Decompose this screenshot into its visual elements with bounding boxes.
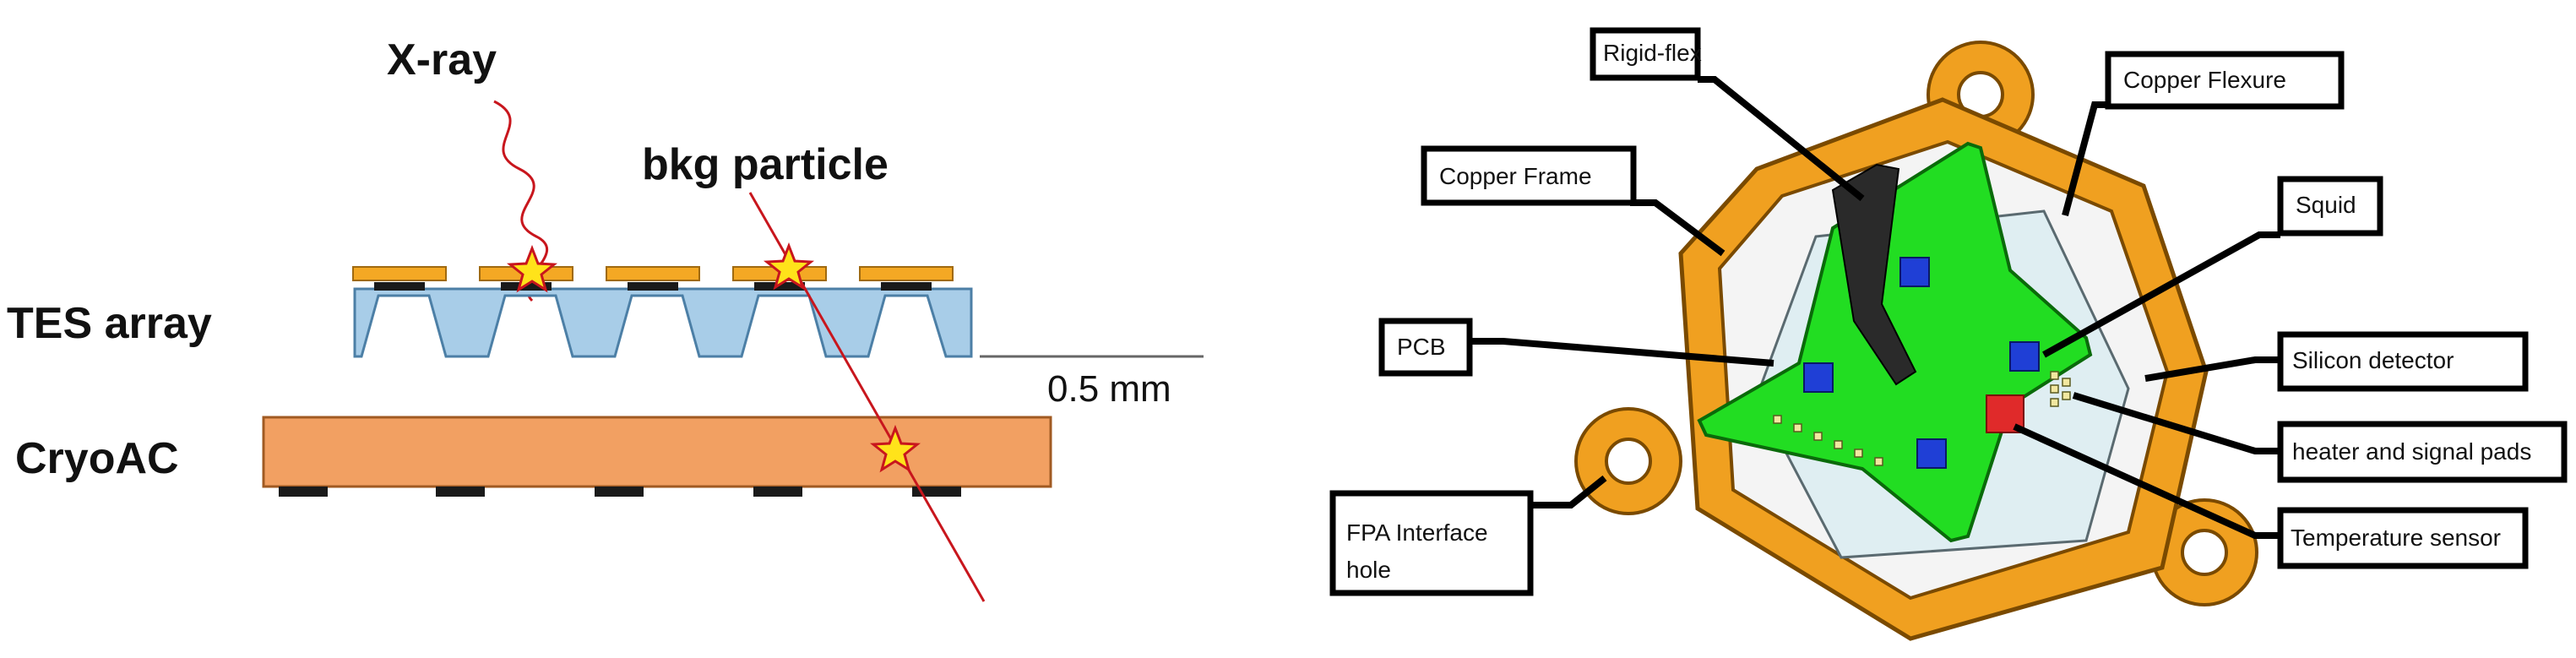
callout-heater-pads: heater and signal pads — [2277, 421, 2568, 483]
bkg-hit-star-tes — [763, 242, 815, 291]
tes-array-body — [353, 287, 973, 358]
heater-signal-pads — [1773, 371, 2071, 466]
callout-squid: Squid — [2277, 176, 2383, 237]
cryoac-pads — [279, 487, 961, 497]
callout-rigid-flex: Rigid-flex — [1590, 27, 1702, 81]
leader-lines — [1470, 76, 2280, 539]
left-diagram: 0.5 mm X-ray bkg particle TES array Cryo… — [7, 35, 1204, 602]
callout-copper-flexure: Copper Flexure — [2105, 51, 2345, 110]
leader-silicon-detector — [2144, 356, 2280, 382]
right-diagram: Rigid-flex Copper Flexure Copper Frame S… — [1329, 27, 2568, 641]
callout-heater-pads-text: heater and signal pads — [2292, 438, 2531, 465]
leader-heater-pads — [2072, 392, 2280, 454]
callout-fpa-text-line1: FPA Interface — [1346, 519, 1488, 546]
rigid-flex — [1831, 163, 1917, 386]
xray-hit-star — [506, 244, 558, 293]
leader-pcb — [1470, 338, 1774, 367]
callout-pcb-text: PCB — [1397, 334, 1446, 360]
callout-copper-frame-text: Copper Frame — [1439, 163, 1592, 189]
cryoac-label: CryoAC — [15, 434, 179, 483]
leader-squid — [2042, 231, 2280, 358]
xray-label: X-ray — [387, 35, 497, 84]
tes-array-label: TES array — [7, 299, 212, 348]
callout-temperature-sensor-text: Temperature sensor — [2291, 525, 2501, 551]
callout-rigid-flex-text: Rigid-flex — [1603, 40, 1702, 66]
callout-pcb: PCB — [1378, 318, 1473, 377]
leader-copper-frame — [1630, 199, 1725, 257]
callout-fpa-hole: FPA Interface hole — [1329, 490, 1534, 596]
callout-fpa-text-line2: hole — [1346, 557, 1391, 583]
bkg-hit-star-cryoac — [869, 424, 921, 473]
bkg-particle-label: bkg particle — [642, 140, 889, 189]
leader-temperature-sensor — [2013, 423, 2280, 539]
callout-silicon-detector: Silicon detector — [2277, 331, 2529, 392]
callout-copper-frame: Copper Frame — [1421, 145, 1637, 206]
absorbers — [352, 266, 954, 281]
cryoac-slab — [262, 416, 1052, 488]
callout-temperature-sensor: Temperature sensor — [2277, 507, 2529, 569]
callout-squid-text: Squid — [2296, 192, 2356, 218]
leader-rigid-flex — [1698, 76, 1865, 202]
callout-copper-flexure-text: Copper Flexure — [2123, 67, 2286, 93]
dimension-label: 0.5 mm — [1047, 368, 1171, 410]
callout-silicon-detector-text: Silicon detector — [2292, 347, 2454, 373]
squid-chips — [1803, 257, 2040, 469]
